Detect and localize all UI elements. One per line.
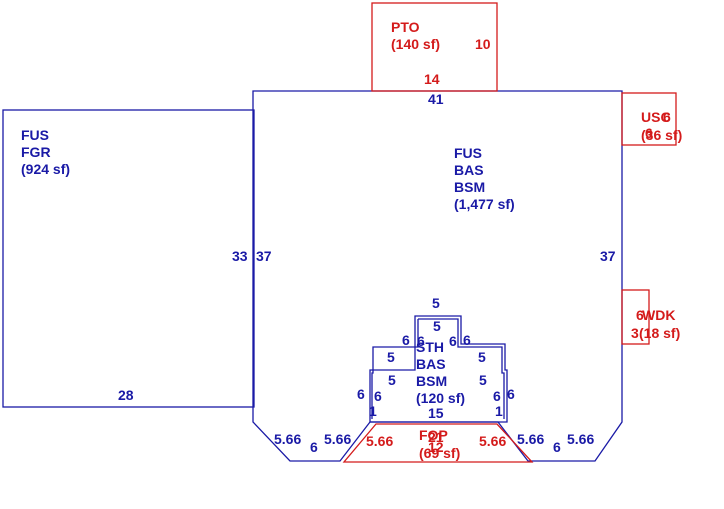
- bay-dim-foot-l: 1: [369, 403, 377, 419]
- bay-dim-mid-r: 5: [478, 349, 486, 365]
- bay-dim-mid-l: 5: [387, 349, 395, 365]
- patio-dim-right: 10: [475, 36, 491, 52]
- garage-dim-right: 33: [232, 248, 248, 264]
- deck-dim-a: 6: [636, 307, 644, 323]
- porch-dim-diag-l: 5.66: [366, 433, 393, 449]
- bay-dim-low-r: 5: [479, 372, 487, 388]
- main-dim-bl: 6: [310, 439, 318, 455]
- deck-area: (18 sf): [639, 325, 680, 341]
- porch-dim-b: 12: [428, 439, 444, 455]
- patio-outline: [371, 2, 498, 92]
- bay-inner-step-left: [371, 319, 419, 419]
- garage-area: (924 sf): [21, 161, 70, 177]
- bay-inner-step: [418, 318, 505, 419]
- main-code3: BSM: [454, 179, 485, 195]
- main-dim-top: 41: [428, 91, 444, 107]
- bay-dim-low-l: 5: [388, 372, 396, 388]
- bay-code2: BAS: [416, 356, 446, 372]
- main-dim-br-diag2: 5.66: [567, 431, 594, 447]
- utility-area: (36 sf): [641, 127, 682, 143]
- bay-area: (120 sf): [416, 390, 465, 406]
- main-dim-right: 37: [600, 248, 616, 264]
- garage-code1: FUS: [21, 127, 49, 143]
- bay-code3: BSM: [416, 373, 447, 389]
- main-dim-bl-diag2: 5.66: [324, 431, 351, 447]
- main-dim-br: 6: [553, 439, 561, 455]
- bay-outline: [369, 315, 508, 423]
- porch-dim-a: 21: [428, 429, 444, 445]
- main-area: (1,477 sf): [454, 196, 515, 212]
- utility-dim-b: 6: [645, 125, 653, 141]
- bay-dim-side-r2: 6: [507, 386, 515, 402]
- bay-code1: STH: [416, 339, 444, 355]
- porch-code: FOP: [419, 427, 448, 443]
- bay-dim-step-l: 6: [402, 332, 410, 348]
- main-dim-left: 37: [256, 248, 272, 264]
- patio-code: PTO: [391, 19, 420, 35]
- bay-dim-top-inner: 5: [433, 318, 441, 334]
- utility-outline: [621, 92, 677, 146]
- utility-dim-a: 6: [663, 109, 671, 125]
- utility-code: USC: [641, 109, 671, 125]
- bay-dim-step-r2: 6: [463, 332, 471, 348]
- bay-dim-bottom: 15: [428, 405, 444, 421]
- bay-dim-top: 5: [432, 295, 440, 311]
- bay-dim-side-l: 6: [357, 386, 365, 402]
- main-code2: BAS: [454, 162, 484, 178]
- main-code1: FUS: [454, 145, 482, 161]
- bay-dim-step-r: 6: [449, 333, 457, 349]
- porch-dim-diag-r: 5.66: [479, 433, 506, 449]
- main-dim-br-diag: 5.66: [517, 431, 544, 447]
- bay-dim-foot-r: 1: [495, 403, 503, 419]
- porch-area: (69 sf): [419, 445, 460, 461]
- porch-outline: [342, 423, 534, 463]
- patio-dim-bottom: 14: [424, 71, 440, 87]
- garage-dim-bottom: 28: [118, 387, 134, 403]
- garage-outline: [2, 109, 255, 408]
- bay-dim-side-r: 6: [493, 388, 501, 404]
- deck-dim-b: 3: [631, 325, 639, 341]
- main-dim-bl-diag: 5.66: [274, 431, 301, 447]
- garage-code2: FGR: [21, 144, 51, 160]
- bay-dim-side-l2: 6: [374, 388, 382, 404]
- deck-code: WDK: [642, 307, 675, 323]
- bay-dim-step-l2: 6: [417, 333, 425, 349]
- patio-area: (140 sf): [391, 36, 440, 52]
- deck-outline: [621, 289, 650, 345]
